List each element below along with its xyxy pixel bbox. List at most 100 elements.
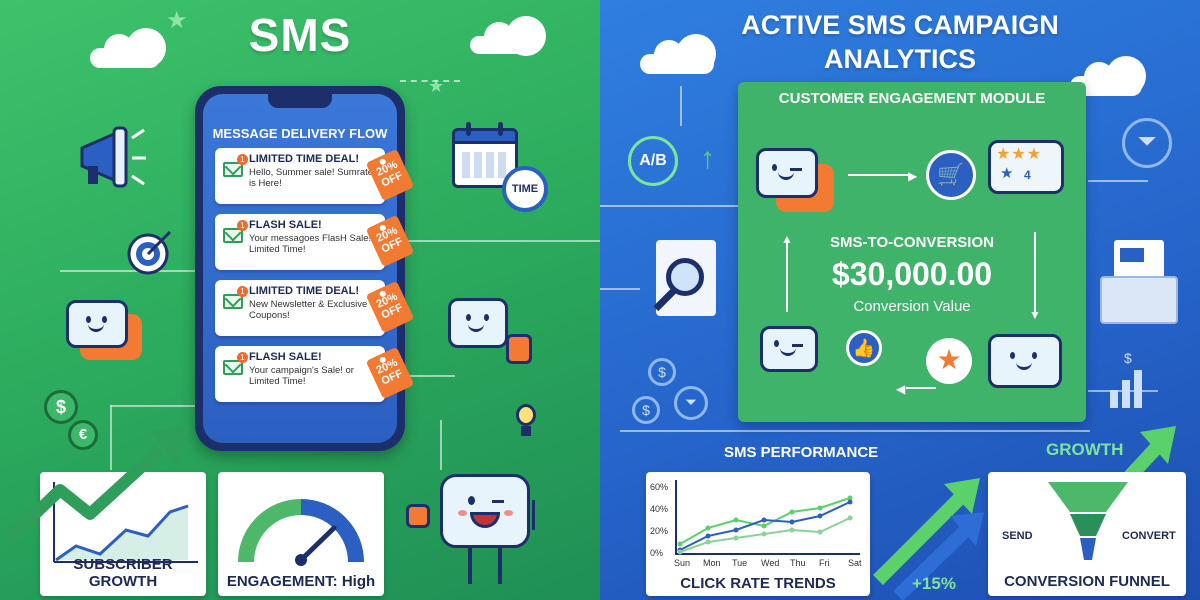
- phone-heading: MESSAGE DELIVERY FLOW: [212, 126, 388, 141]
- filter-funnel-icon: ⏷: [1122, 118, 1172, 168]
- trend-point: [733, 535, 739, 541]
- star-icon: ★: [166, 7, 188, 34]
- trend-point: [677, 541, 683, 547]
- cloud-icon: [1070, 56, 1146, 96]
- lightbulb-icon: [512, 398, 540, 442]
- engagement-card[interactable]: ENGAGEMENT: High: [218, 472, 384, 596]
- trend-point: [677, 549, 683, 555]
- star-badge-icon: ★: [926, 338, 972, 384]
- phone-mockup: MESSAGE DELIVERY FLOW 1 LIMITED TIME DEA…: [195, 86, 415, 451]
- conversion-value: $30,000.00: [831, 256, 993, 292]
- engagement-gauge: [238, 499, 364, 566]
- message-title: LIMITED TIME DEAL!: [249, 285, 359, 297]
- trend-point: [817, 513, 823, 519]
- card-label: SUBSCRIBER GROWTH: [73, 556, 173, 590]
- chat-thumbs-up-icon: [448, 298, 538, 378]
- funnel-convert-label: CONVERT: [1122, 530, 1176, 542]
- rating-count: 4: [1024, 168, 1031, 182]
- y-tick-label: 60%: [650, 482, 669, 492]
- envelope-icon: [223, 360, 243, 375]
- notification-badge: 1: [237, 286, 248, 297]
- trend-point: [789, 519, 795, 525]
- page-title: SMS: [248, 9, 352, 61]
- funnel-send-label: SEND: [1002, 530, 1033, 542]
- x-tick-label: Tue: [732, 558, 748, 568]
- ratings-chat-icon: ★★★ ★ 4: [988, 140, 1070, 208]
- notification-badge: 1: [237, 220, 248, 231]
- rising-arrows-icon: [873, 478, 984, 600]
- trend-point: [705, 525, 711, 531]
- sms-panel: ★ ★ SMS $ €: [0, 0, 600, 600]
- x-tick-label: Thu: [790, 558, 806, 568]
- card-label: ENGAGEMENT: High: [226, 573, 376, 590]
- conversion-caption: Conversion Value: [853, 298, 971, 315]
- chat-bubble-icon: [66, 300, 146, 370]
- euro-coin-icon: €: [68, 420, 98, 450]
- x-tick-label: Wed: [761, 558, 780, 568]
- trend-point: [817, 529, 823, 535]
- message-body: New Newsletter & Exclusive Coupons!: [249, 299, 368, 321]
- dollar-coin-icon: $: [44, 390, 78, 424]
- trend-point: [733, 517, 739, 523]
- target-icon: [126, 228, 174, 276]
- message-card[interactable]: 1 LIMITED TIME DEAL! Hello, Summer sale!…: [215, 148, 415, 204]
- y-tick-label: 0%: [650, 548, 664, 558]
- trend-point: [847, 499, 853, 505]
- growth-percent: +15%: [912, 574, 956, 593]
- shopping-cart-icon[interactable]: 🛒: [926, 150, 976, 200]
- page-title: ACTIVE SMS CAMPAIGN ANALYTICS: [741, 10, 1059, 74]
- message-card[interactable]: 1 LIMITED TIME DEAL! New Newsletter & Ex…: [215, 280, 415, 336]
- document-search-icon: [646, 240, 726, 336]
- envelope-icon: [223, 294, 243, 309]
- trend-point: [705, 539, 711, 545]
- trend-point: [705, 533, 711, 539]
- message-body: Your campaign's Sale! or Limited Time!: [249, 365, 354, 387]
- funnel-graphic: [1048, 482, 1128, 560]
- cloud-icon: [470, 16, 546, 56]
- trend-point: [789, 509, 795, 515]
- trend-point: [733, 527, 739, 533]
- message-title: FLASH SALE!: [249, 219, 322, 231]
- smiling-chat-icon: [988, 334, 1068, 394]
- click-rate-line-chart: [675, 480, 860, 555]
- trend-point: [847, 515, 853, 521]
- growth-label: GROWTH: [1046, 440, 1124, 459]
- cloud-icon: [640, 34, 716, 74]
- x-tick-label: Fri: [819, 558, 830, 568]
- message-body: Your messagoes FlasH Sale! Limited Time!: [249, 233, 372, 255]
- card-label: CONVERSION FUNNEL: [1004, 573, 1170, 590]
- calendar-icon: [452, 122, 526, 190]
- ab-test-icon: A/B: [628, 136, 678, 186]
- message-card[interactable]: 1 FLASH SALE! Your messagoes FlasH Sale!…: [215, 214, 415, 270]
- filter-funnel-icon: ⏷: [674, 386, 708, 420]
- y-tick-label: 40%: [650, 504, 669, 514]
- customer-engagement-module: CUSTOMER ENGAGEMENT MODULE 🛒 ★★★ ★ 4 ▶ ▲…: [738, 82, 1086, 422]
- mascot-chat-character: [404, 470, 564, 600]
- dollar-coin-icon: $: [632, 396, 660, 424]
- arrow-up-icon: ↑: [700, 142, 715, 175]
- dollar-chart-icon: $: [1106, 350, 1156, 410]
- phone-screen: MESSAGE DELIVERY FLOW 1 LIMITED TIME DEA…: [203, 94, 415, 443]
- conversion-heading: SMS-TO-CONVERSION: [830, 234, 994, 251]
- message-body: Hello, Summer sale! Sumrate is Here!: [249, 167, 374, 189]
- winking-chat-icon: [760, 326, 820, 382]
- module-title: CUSTOMER ENGAGEMENT MODULE: [778, 90, 1046, 107]
- x-tick-label: Sun: [674, 558, 691, 568]
- notification-badge: 1: [237, 154, 248, 165]
- trend-point: [761, 517, 767, 523]
- subscriber-growth-card[interactable]: SUBSCRIBER GROWTH: [40, 472, 206, 596]
- notification-badge: 1: [237, 352, 248, 363]
- conversion-funnel-card[interactable]: SEND CONVERT CONVERSION FUNNEL: [988, 472, 1186, 596]
- trend-point: [847, 495, 853, 501]
- message-card[interactable]: 1 FLASH SALE! Your campaign's Sale! or L…: [215, 346, 415, 402]
- trend-point: [789, 527, 795, 533]
- megaphone-icon: [70, 118, 150, 198]
- trend-point: [761, 523, 767, 529]
- message-title: LIMITED TIME DEAL!: [249, 153, 359, 165]
- winking-chat-icon: [756, 148, 836, 218]
- message-title: FLASH SALE!: [249, 351, 322, 363]
- dollar-coin-icon: $: [648, 358, 676, 386]
- trend-point: [817, 505, 823, 511]
- cloud-icon: [90, 28, 166, 68]
